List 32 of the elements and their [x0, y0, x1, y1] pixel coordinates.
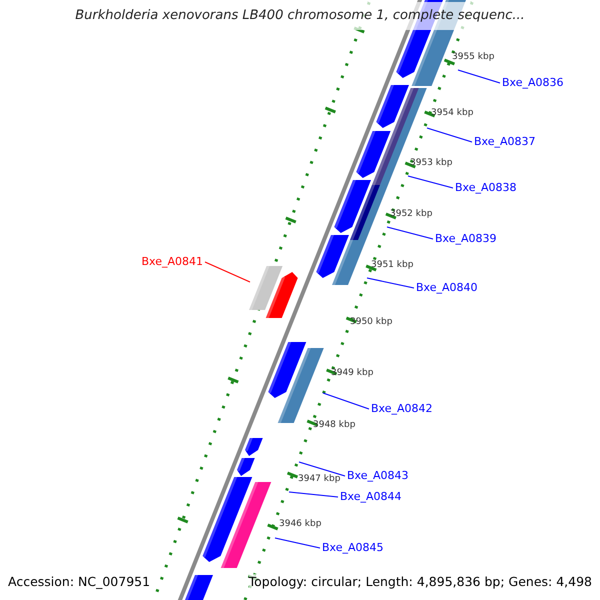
- gene-label: Bxe_A0838: [455, 181, 517, 194]
- leader-line: [298, 462, 346, 476]
- footer-text: Accession: NC_007951: [8, 574, 150, 590]
- gene-label: Bxe_A0843: [347, 469, 409, 482]
- gene-label: Bxe_A0842: [371, 402, 433, 415]
- gene-label: Bxe_A0836: [502, 76, 564, 89]
- gene-label: Bxe_A0839: [435, 232, 497, 245]
- scale-label: 3955 kbp: [452, 52, 494, 63]
- leader-line: [458, 70, 500, 84]
- gene-label: Bxe_A0840: [416, 281, 478, 294]
- leader-line: [322, 392, 370, 410]
- gene-label: Bxe_A0844: [340, 490, 402, 503]
- footer-text: Topology: circular; Length: 4,895,836 bp; Genes: 4,498: [248, 574, 592, 590]
- leader-line: [288, 492, 338, 498]
- scale-label: 3950 kbp: [350, 317, 392, 328]
- gene-label: Bxe_A0837: [474, 135, 536, 148]
- scale-label: 3952 kbp: [390, 209, 432, 220]
- leader-line: [274, 538, 320, 548]
- scale-label: 3954 kbp: [431, 108, 474, 119]
- scale-label: 3946 kbp: [279, 519, 322, 530]
- scale-label: 3949 kbp: [331, 368, 374, 379]
- leader-line: [366, 278, 414, 288]
- scale-label: 3948 kbp: [313, 420, 356, 431]
- leader-line: [426, 128, 472, 142]
- leader-line: [408, 176, 454, 188]
- scale-label: 3947 kbp: [298, 474, 340, 485]
- scale-label: 3951 kbp: [371, 260, 414, 271]
- gene-label: Bxe_A0845: [322, 541, 384, 554]
- leader-line: [386, 226, 434, 240]
- scale-label: 3953 kbp: [410, 158, 452, 169]
- gene-label: Bxe_A0841: [141, 255, 203, 268]
- leader-line: [204, 262, 250, 282]
